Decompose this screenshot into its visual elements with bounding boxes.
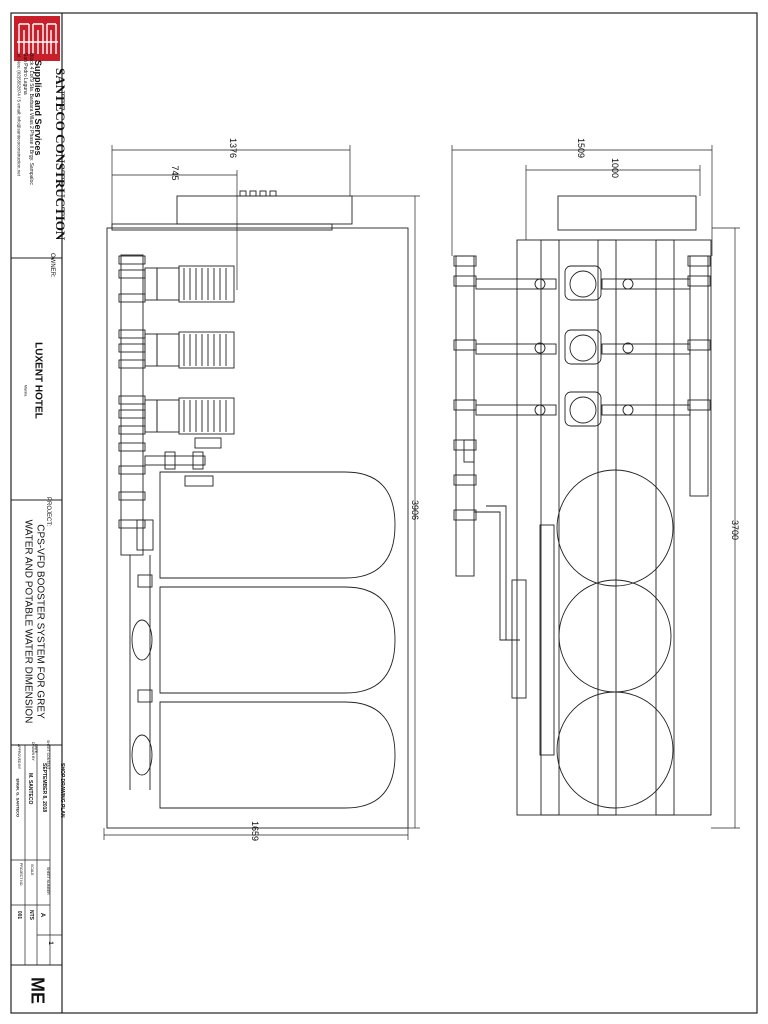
company-logo xyxy=(14,16,60,61)
dim-right-total-width: 1509 xyxy=(576,137,586,159)
sheet-number-value: A xyxy=(39,912,45,918)
sheet-frame xyxy=(10,12,758,1014)
project-no-label: PROJECT NO. xyxy=(19,863,23,887)
dim-left-total-width: 1376 xyxy=(228,137,238,159)
company-address-1: Block 4 Lot 9 Sta. Barbara Villas 2 Phas… xyxy=(28,53,34,185)
company-address-2: San Pedro Laguna xyxy=(22,53,28,95)
right-plan-view xyxy=(453,195,712,816)
dim-right-length: 3700 xyxy=(730,519,740,541)
left-elevation-view xyxy=(106,190,409,829)
dim-right-control-width: 1000 xyxy=(610,157,620,179)
project-title-line-1: CPS-VFD BOOSTER SYSTEM FOR GREY xyxy=(34,524,46,719)
scale-value: NTS xyxy=(28,910,34,920)
sheet-number-label: SHEET NUMBER xyxy=(46,867,50,895)
company-contact: tel. Nos: (02)5552874 / 5 email: info@sa… xyxy=(16,52,22,176)
drawn-by-label: DRAWN BY xyxy=(31,742,35,761)
dim-left-length: 3906 xyxy=(410,499,420,521)
dim-left-base: 1659 xyxy=(250,820,260,842)
dim-left-control-width: 745 xyxy=(170,165,180,181)
owner-address: Manila xyxy=(23,384,29,397)
project-no-value: 001 xyxy=(16,910,22,920)
company-subtitle: Supplies and Services xyxy=(33,60,43,156)
project-title-line-2: WATER AND POTABLE WATER DIMENSION xyxy=(22,519,34,724)
sheet-of-value: 1 xyxy=(47,941,53,945)
project-label: PROJECT: xyxy=(45,497,51,527)
owner-label: OWNER: xyxy=(49,253,55,278)
approved-by-label: APPROVED BY xyxy=(17,744,21,770)
right-dimension-lines xyxy=(451,145,740,829)
scale-label: SCALE xyxy=(30,864,34,876)
drawn-by-value: M. SANTECO xyxy=(27,773,33,805)
owner-name: LUXENT HOTEL xyxy=(32,342,44,419)
date-value: SEPTEMBER 8, 2018 xyxy=(41,763,47,813)
sheet-content-value: SHOP DRAWING PLAN xyxy=(59,763,65,818)
discipline-code: ME xyxy=(27,977,48,1004)
approved-by-value: ENGR. G. SANTECO xyxy=(15,778,21,818)
left-dimension-lines xyxy=(103,145,420,840)
company-name: SANTECO CONSTRUCTION xyxy=(53,68,68,241)
